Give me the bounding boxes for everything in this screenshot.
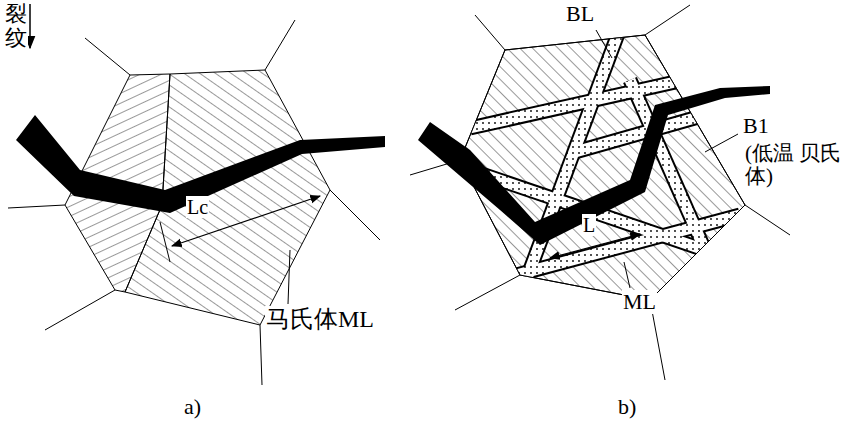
leader-line [596, 30, 612, 58]
phase-label: 马氏体ML [265, 306, 375, 332]
length-label: Lc [186, 196, 209, 218]
length-label: L [582, 214, 596, 236]
crack [418, 86, 770, 245]
bainite-bands [470, 15, 740, 310]
leader-line [160, 222, 170, 262]
grain-boundary-stubs [8, 20, 380, 385]
leader-line [705, 134, 738, 152]
grain-outline [460, 35, 745, 300]
phase-label: B1 [742, 114, 770, 138]
crack-direction-arrow [29, 4, 31, 48]
leader-line [288, 250, 290, 304]
panel-label: b) [617, 395, 637, 419]
length-arrow [172, 196, 320, 246]
leader-line [624, 262, 630, 288]
phase-note: (低温 贝氏体) [744, 142, 844, 188]
phase-label: BL [565, 2, 595, 26]
crack-label: 裂纹 [4, 2, 28, 50]
length-arrow [550, 234, 640, 258]
grain-boundary-stubs [410, 5, 790, 380]
panel-label: a) [183, 395, 202, 419]
phase-label: ML [622, 290, 657, 314]
